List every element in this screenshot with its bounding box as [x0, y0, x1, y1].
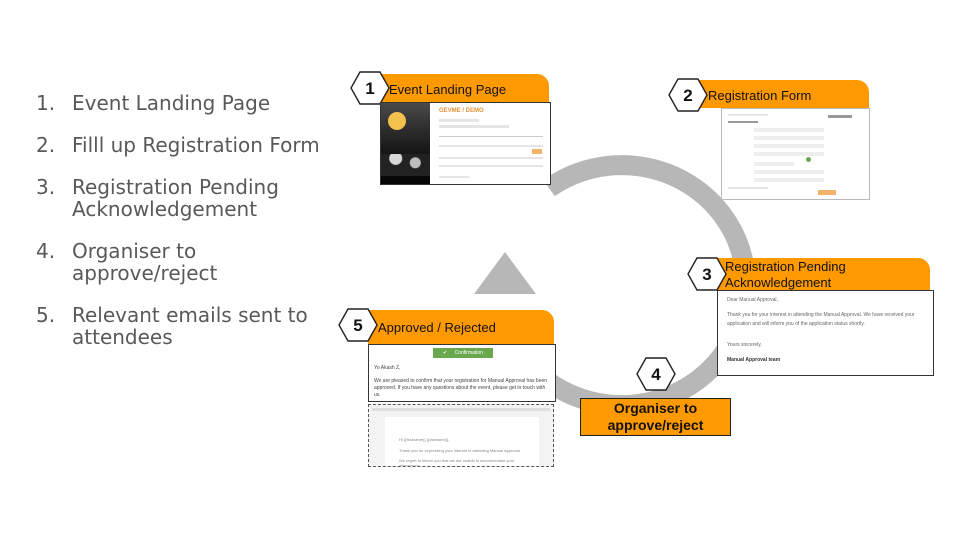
stage-4-box: Organiser to approve/reject	[580, 398, 731, 436]
cycle-arrow-head	[474, 252, 536, 294]
stage-3-number-icon: 3	[687, 257, 727, 291]
landing-line	[439, 125, 509, 128]
form-field	[754, 152, 824, 156]
approved-body: We are pleased to confirm that your regi…	[374, 378, 548, 398]
stage-3-title: Registration Pending Acknowledgement	[725, 259, 846, 290]
landing-line	[439, 136, 543, 137]
step-item: 4.Organiser to approve/reject	[36, 239, 218, 285]
stage-2-number-icon: 2	[668, 78, 708, 112]
form-field	[754, 136, 824, 140]
rejected-greeting: Hi {{firstname}} {{lastname}},	[399, 437, 450, 442]
landing-event-title: GEVME / DEMO	[439, 108, 484, 114]
rejected-line-2: We regret to inform you that we are unab…	[399, 458, 515, 467]
stage-2-title: Registration Form	[708, 88, 812, 103]
step-item: 3.Registration Pending Acknowledgement	[36, 175, 279, 221]
pending-signoff: Yours sincerely,	[727, 342, 762, 348]
form-submit-button	[818, 190, 836, 195]
stage-5-number-icon: 5	[338, 308, 378, 342]
stage-1-number-icon: 1	[350, 71, 390, 105]
pending-greeting: Dear Manual Approval,	[727, 297, 778, 303]
pending-email-screenshot: Dear Manual Approval, Thank you for your…	[717, 290, 934, 376]
step-item: 5.Relevant emails sent to attendees	[36, 303, 308, 349]
confirmation-badge: ✔ Confirmation	[433, 348, 493, 358]
form-field	[754, 162, 794, 166]
rejected-subject-line	[372, 408, 550, 411]
landing-line	[439, 157, 543, 159]
form-field	[754, 128, 824, 132]
rejected-email-card: Hi {{firstname}} {{lastname}}, Thank you…	[385, 417, 539, 467]
landing-page-screenshot: GEVME / DEMO	[380, 102, 551, 185]
stage-4-number-icon: 4	[636, 357, 676, 391]
stage-1-title: Event Landing Page	[389, 82, 507, 97]
stage-5-header: Approved / Rejected	[368, 310, 554, 344]
stage-3-header: Registration Pending Acknowledgement	[713, 258, 930, 290]
landing-line	[439, 119, 479, 122]
approved-email-screenshot: ✔ Confirmation Yo Akash Z, We are please…	[368, 344, 556, 402]
form-line	[728, 114, 768, 116]
stage-5-title: Approved / Rejected	[378, 320, 496, 335]
form-line	[728, 121, 758, 123]
pending-team: Manual Approval team	[727, 357, 781, 363]
crowd-silhouette	[381, 154, 430, 176]
registration-form-screenshot	[721, 108, 870, 200]
landing-register-button	[532, 149, 542, 154]
rejected-line-1: Thank you for expressing your interest i…	[399, 448, 521, 453]
logo-icon	[388, 112, 406, 130]
pending-body: Thank you for your interest in attending…	[727, 312, 915, 327]
stage-1-header: Event Landing Page	[372, 74, 549, 102]
form-check-icon	[806, 157, 811, 162]
rejected-email-screenshot: Hi {{firstname}} {{lastname}}, Thank you…	[368, 404, 554, 467]
form-line	[728, 187, 768, 189]
landing-line	[439, 145, 543, 147]
form-line	[828, 115, 852, 118]
approved-greeting: Yo Akash Z,	[374, 365, 401, 371]
step-item: 1.Event Landing Page	[36, 91, 271, 115]
step-item: 2.Filll up Registration Form	[36, 133, 320, 157]
step-list: 1.Event Landing Page 2.Filll up Registra…	[36, 92, 326, 368]
stage-4-title: Organiser to approve/reject	[607, 400, 704, 433]
landing-hero-image	[381, 103, 430, 184]
form-field	[754, 144, 824, 148]
landing-line	[439, 176, 469, 178]
form-field	[754, 170, 824, 174]
stage-2-header: Registration Form	[690, 80, 869, 108]
confirmation-badge-label: Confirmation	[454, 350, 483, 356]
landing-line	[439, 165, 543, 167]
check-icon: ✔	[443, 350, 448, 356]
form-field	[754, 178, 824, 182]
